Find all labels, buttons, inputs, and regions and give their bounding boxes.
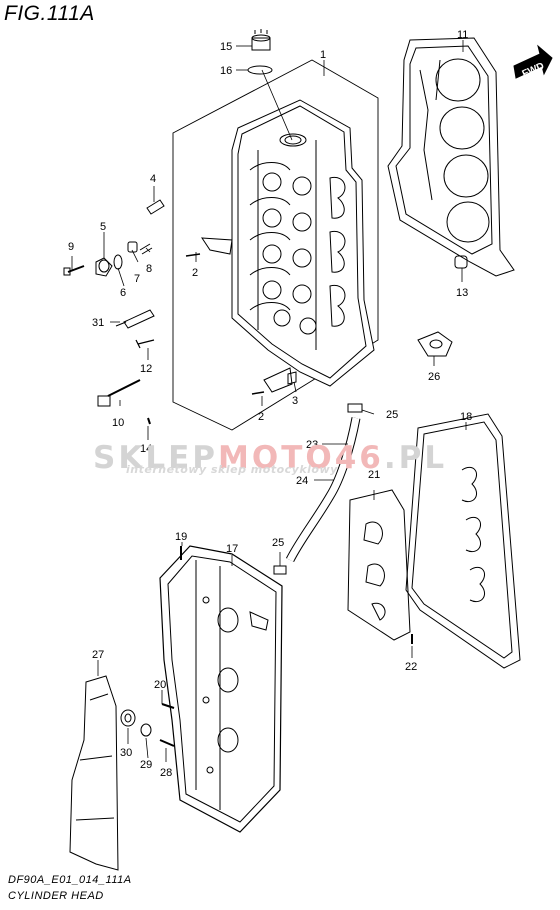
callout-20: 20 [154, 679, 166, 691]
callout-23: 23 [306, 439, 318, 451]
watermark-part-4: .PL [383, 440, 448, 476]
washer-29 [140, 723, 152, 737]
callout-16: 16 [220, 65, 232, 77]
cover-gasket [405, 413, 521, 669]
breather-hose [273, 403, 363, 575]
figure-title: FIG.111A [4, 2, 95, 25]
callout-11: 11 [457, 29, 468, 41]
callout-25b: 25 [272, 537, 284, 549]
plate-gasket [347, 489, 411, 641]
cylinder-head-frame [172, 59, 379, 431]
bolt-12 [135, 339, 155, 349]
callout-labels: 1 2 2 3 4 5 6 7 8 9 10 11 12 13 14 15 16… [68, 29, 472, 779]
callout-22: 22 [405, 661, 417, 673]
leader-lines [71, 40, 467, 762]
callout-24: 24 [296, 475, 308, 487]
callout-8: 8 [146, 263, 152, 275]
callout-27: 27 [92, 649, 104, 661]
drawing-name: CYLINDER HEAD [8, 890, 104, 902]
callout-29: 29 [140, 759, 152, 771]
bolt-10 [97, 379, 141, 407]
callout-15: 15 [220, 41, 232, 53]
thermostat-cover [417, 331, 453, 357]
callout-21: 21 [368, 469, 380, 481]
watermark-part-1: SKLEP [93, 440, 218, 476]
bolt-9 [63, 265, 85, 276]
watermark-part-2: MOTO [218, 440, 335, 476]
stud [146, 199, 165, 215]
bracket-2b [263, 367, 293, 393]
bracket-2a [201, 237, 233, 255]
callout-31: 31 [92, 317, 104, 329]
callout-25a: 25 [386, 409, 398, 421]
o-ring [247, 65, 273, 75]
fwd-arrow-icon: FWD [513, 44, 553, 80]
callout-10: 10 [112, 417, 124, 429]
bolt-2a [185, 253, 201, 257]
callout-3: 3 [292, 395, 298, 407]
callout-7: 7 [134, 273, 140, 285]
cylinder-head [231, 99, 375, 387]
watermark-part-3: 46 [334, 440, 384, 476]
callout-2a: 2 [192, 267, 198, 279]
callout-17: 17 [226, 543, 238, 555]
drawing-code: DF90A_E01_014_111A [8, 874, 132, 886]
callout-28: 28 [160, 767, 172, 779]
temperature-sensor [115, 309, 155, 329]
filler-cap [251, 29, 271, 51]
callout-5: 5 [100, 221, 106, 233]
callout-6: 6 [120, 287, 126, 299]
head-gasket [387, 37, 515, 277]
watermark-brand: SKLEPMOTO46.PL [93, 440, 447, 476]
callout-12: 12 [140, 363, 152, 375]
callout-1: 1 [320, 49, 326, 61]
spacer-3 [287, 371, 297, 385]
bolt-20 [161, 703, 175, 709]
callout-26: 26 [428, 371, 440, 383]
callout-18: 18 [460, 411, 472, 423]
callout-14: 14 [140, 443, 152, 455]
bolt-28 [159, 739, 175, 747]
callout-2b: 2 [258, 411, 264, 423]
callout-19: 19 [175, 531, 187, 543]
callout-4: 4 [150, 173, 156, 185]
watermark-tagline: internetowy sklep motocyklowy [126, 463, 338, 476]
bolt-2b [251, 391, 265, 395]
pin-14 [147, 417, 151, 425]
grommet-30 [120, 709, 136, 727]
dowel-pin [454, 255, 468, 269]
cylinder-head-cover [159, 545, 283, 833]
callout-13: 13 [456, 287, 468, 299]
callout-30: 30 [120, 747, 132, 759]
callout-9: 9 [68, 241, 74, 253]
side-cover [69, 675, 119, 871]
